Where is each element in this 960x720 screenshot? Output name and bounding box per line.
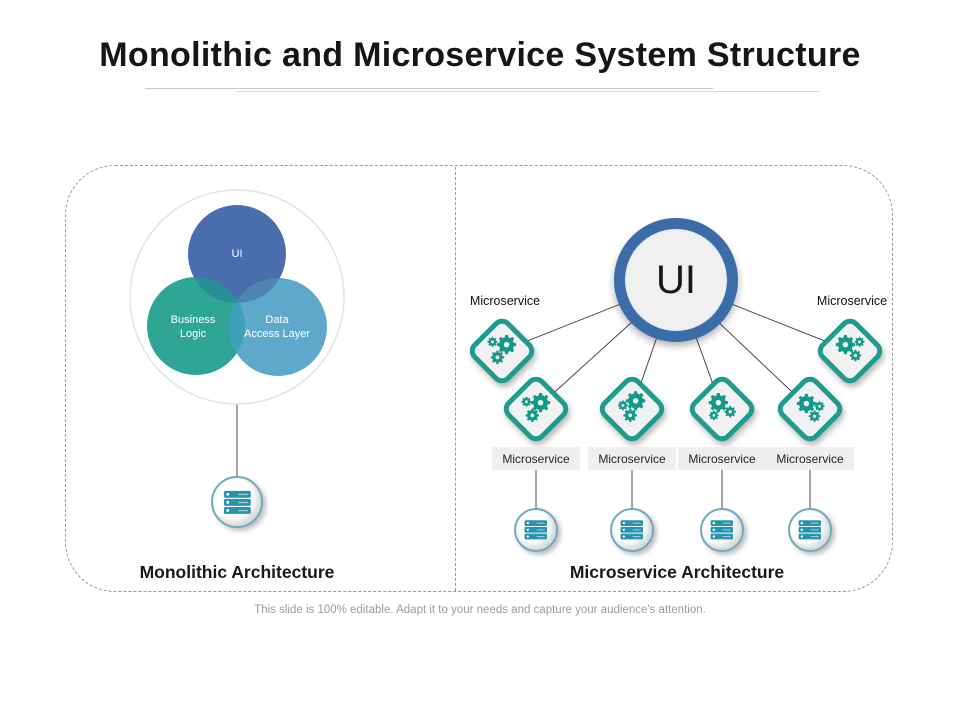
venn-ui-label: UI <box>232 248 243 260</box>
venn-business-label-line2: Logic <box>180 328 207 340</box>
gears-icon <box>708 393 736 421</box>
microservice-diamond-2 <box>499 372 573 446</box>
gears-icon <box>617 391 646 423</box>
gears-icon <box>487 335 517 365</box>
service-label-box-4: Microservice <box>766 447 854 470</box>
microservice-diamond-3 <box>595 372 669 446</box>
microservice-ui-circle: UI <box>614 218 738 342</box>
service-label-box-3: Microservice <box>678 447 766 470</box>
venn-data-label-line1: Data <box>265 314 289 326</box>
microservice-top-right-label: Microservice <box>816 294 888 308</box>
microservice-diamond-5 <box>773 372 847 446</box>
venn-business-circle <box>147 277 245 375</box>
gears-icon <box>521 393 551 423</box>
server-icon <box>610 508 654 552</box>
title-underline-2 <box>236 91 820 92</box>
gears-icon <box>796 393 825 423</box>
venn-data-label-line2: Access Layer <box>244 328 310 340</box>
venn-business-label-line1: Business <box>171 314 216 326</box>
microservice-diamond-4 <box>685 372 759 446</box>
gears-icon <box>835 335 865 362</box>
microservice-section-label: Microservice Architecture <box>569 562 785 582</box>
monolith-venn-diagram: UI Business Logic Data Access Layer <box>129 189 345 405</box>
footer-note: This slide is 100% editable. Adapt it to… <box>254 604 706 616</box>
service-label-box-1: Microservice <box>492 447 580 470</box>
microservice-ui-label: UI <box>656 257 696 302</box>
server-icon <box>788 508 832 552</box>
venn-ui-circle <box>188 205 286 303</box>
dashed-frame <box>65 165 893 592</box>
server-icon <box>700 508 744 552</box>
server-icon <box>514 508 558 552</box>
server-icon <box>211 476 263 528</box>
section-divider <box>455 167 456 591</box>
microservice-top-left-label: Microservice <box>469 294 541 308</box>
service-label-box-2: Microservice <box>588 447 676 470</box>
venn-data-circle <box>229 278 327 376</box>
page-title: Monolithic and Microservice System Struc… <box>99 36 861 74</box>
monolithic-section-label: Monolithic Architecture <box>139 562 335 582</box>
title-underline-1 <box>145 88 713 89</box>
